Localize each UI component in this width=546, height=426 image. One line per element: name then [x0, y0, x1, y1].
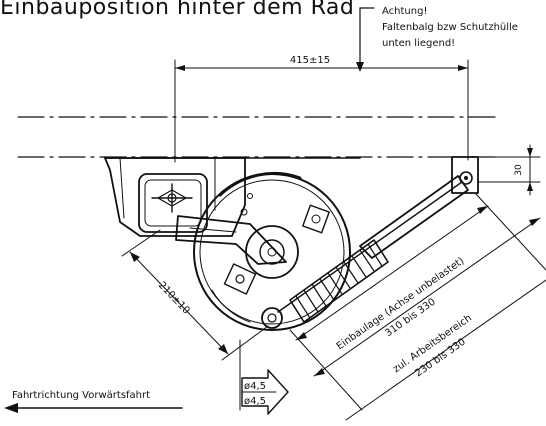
side-height-label: 30 [514, 164, 524, 176]
arrowhead-icon [314, 368, 325, 376]
arm-length-label: 210±10 [156, 280, 192, 317]
direction-label: Fahrtrichtung Vorwärtsfahrt [12, 390, 150, 401]
note-arrow-icon [356, 62, 364, 72]
clearance-indicator: ø4,5 ø4,5 [239, 339, 289, 415]
arrowhead-icon [527, 148, 533, 157]
note-line-2: Faltenbalg bzw Schutzhülle [382, 22, 518, 33]
note-line-1: Achtung! [382, 6, 427, 17]
shock-absorber [277, 175, 469, 323]
arrow-left-icon [4, 403, 18, 413]
arrowhead-icon [458, 65, 468, 71]
clearance-label-2: ø4,5 [244, 396, 266, 407]
arrowhead-icon [130, 252, 140, 262]
note-line-3: unten liegend! [382, 38, 455, 49]
top-length-label: 415±15 [290, 55, 330, 66]
arrowhead-icon [218, 344, 228, 354]
brake-drum [193, 171, 351, 331]
arrowhead-icon [296, 332, 307, 340]
shock-upper-mount [451, 156, 479, 194]
mounting-bracket [104, 157, 246, 237]
arrowhead-icon [527, 182, 533, 191]
top-dimension: 415±15 [174, 55, 469, 163]
arrowhead-icon [529, 218, 540, 226]
swing-arm [175, 215, 287, 329]
arrowhead-icon [175, 65, 185, 71]
diagram-title: Einbauposition hinter dem Rad [0, 0, 354, 20]
clearance-label-1: ø4,5 [244, 381, 266, 392]
arrowhead-icon [477, 206, 488, 214]
warning-note: Achtung! Faltenbalg bzw Schutzhülle unte… [356, 6, 518, 72]
height-dimension: 30 [477, 144, 541, 196]
travel-direction: Fahrtrichtung Vorwärtsfahrt [4, 390, 183, 413]
